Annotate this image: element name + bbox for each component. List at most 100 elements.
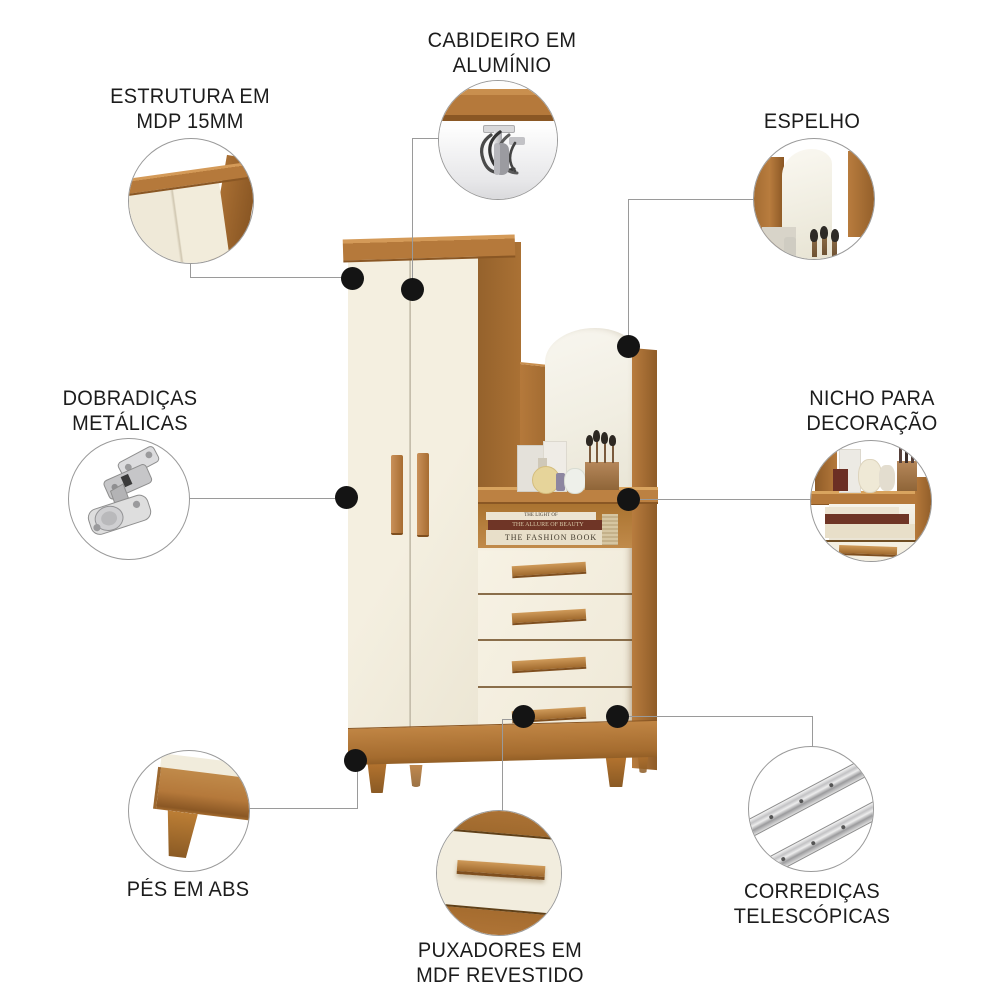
callout-dot-corredicas — [606, 705, 629, 728]
drawer-handle — [511, 656, 587, 674]
book-spine — [825, 524, 915, 538]
detail-circle-estrutura — [128, 138, 254, 264]
callout-dot-cabideiro — [401, 278, 424, 301]
drawer-handle — [511, 608, 587, 626]
makeup-brush — [911, 444, 914, 463]
brush-head — [593, 430, 600, 442]
drawer-gap — [478, 593, 632, 595]
callout-line — [812, 716, 813, 748]
detail-circle-espelho — [753, 138, 875, 260]
callout-line — [189, 498, 346, 499]
callout-dot-puxadores — [512, 705, 535, 728]
wardrobe-drawers — [478, 548, 632, 734]
callout-line — [628, 499, 811, 500]
callout-dot-estrutura — [341, 267, 364, 290]
wood-top-board — [439, 89, 557, 121]
callout-line — [628, 199, 629, 346]
abs-foot — [159, 810, 200, 860]
book-pages-edge — [602, 514, 618, 545]
makeup-brush — [589, 443, 591, 463]
foot-detail-group — [129, 751, 249, 872]
makeup-brush-head — [831, 229, 839, 242]
callout-dot-espelho — [617, 335, 640, 358]
callout-line — [248, 808, 358, 809]
makeup-brush — [899, 443, 902, 463]
brush-cup — [585, 462, 619, 490]
makeup-brush — [612, 444, 614, 463]
callout-line — [628, 199, 754, 200]
slide-holes — [780, 856, 786, 862]
perfume-box-dark — [833, 469, 848, 491]
brush-head — [586, 435, 593, 446]
book-spine — [825, 507, 899, 514]
callout-dot-nicho — [617, 488, 640, 511]
detail-circle-puxadores — [436, 810, 562, 936]
wardrobe-foot-rear — [637, 753, 649, 773]
callout-line — [412, 138, 440, 139]
rail-plate — [509, 137, 525, 145]
callout-line — [617, 716, 813, 717]
makeup-brush — [604, 441, 606, 463]
callout-line — [412, 138, 413, 289]
detail-circle-nicho — [810, 440, 932, 562]
drawer-handle — [511, 561, 587, 579]
makeup-brush — [905, 441, 908, 463]
perfume-bottle-small — [556, 473, 565, 491]
brush-cup — [897, 461, 917, 491]
drawer-gap — [478, 639, 632, 641]
callout-line — [502, 719, 503, 811]
wardrobe-foot-rear — [409, 765, 423, 787]
niche-shelf — [811, 491, 931, 505]
mirror-frame-right — [848, 151, 874, 237]
detail-circle-pes — [128, 750, 250, 872]
door-gap — [409, 254, 411, 729]
wardrobe-foot — [367, 762, 387, 793]
detail-circle-dobradicas — [68, 438, 190, 560]
book-spine: THE ALLURE OF BEAUTY — [488, 520, 608, 530]
bottle-cap — [538, 458, 547, 468]
book-spine: THE LIGHT OF — [486, 512, 596, 520]
callout-line — [190, 277, 352, 278]
detail-circle-cabideiro — [438, 80, 558, 200]
telescopic-slide — [751, 794, 873, 871]
makeup-brush-head — [820, 226, 828, 239]
slide-holes — [768, 814, 774, 820]
brush-head — [609, 435, 616, 446]
drawer-handle — [838, 544, 898, 558]
wardrobe-foot — [605, 756, 627, 787]
perfume-bottle — [784, 237, 796, 257]
detail-circle-corredicas — [748, 746, 874, 872]
makeup-brush — [596, 439, 598, 463]
niche-wood-left — [815, 441, 837, 499]
makeup-brush — [822, 237, 827, 255]
callout-dot-dobradicas — [335, 486, 358, 509]
niche-wood-right — [915, 477, 931, 541]
perfume-bottle-clear — [564, 468, 586, 494]
perfume-bottle — [879, 465, 895, 491]
door-handle-left — [391, 455, 403, 535]
wardrobe-side-panel — [478, 242, 521, 494]
callout-dot-pes — [344, 749, 367, 772]
label-pes: PÉS EM ABS — [126, 878, 250, 901]
book-spine: THE FASHION BOOK — [486, 530, 616, 545]
wardrobe-doors — [348, 253, 478, 729]
book-spine — [825, 514, 909, 524]
wardrobe-product-image: THE LIGHT OF THE ALLURE OF BEAUTY THE FA… — [340, 225, 660, 805]
makeup-brush — [832, 239, 837, 257]
aluminium-rail — [494, 131, 502, 153]
drawer-gap — [478, 686, 632, 688]
metal-hinge-icon — [87, 446, 160, 535]
perfume-bottle — [858, 459, 882, 493]
makeup-brush-head — [810, 229, 818, 242]
label-espelho: ESPELHO — [763, 110, 861, 133]
callout-line — [190, 262, 191, 278]
brush-head — [601, 432, 608, 444]
callout-line — [357, 760, 358, 809]
